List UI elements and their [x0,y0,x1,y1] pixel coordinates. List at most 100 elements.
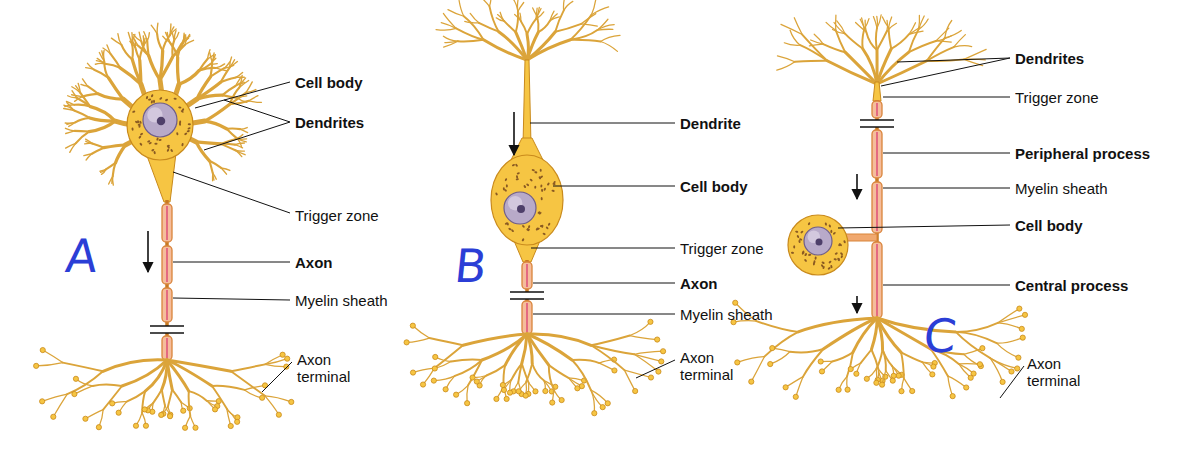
terminal-bulb [836,387,841,392]
neuron-branch [936,41,951,42]
neuron-branch [196,142,220,144]
nissl-body [547,222,550,226]
nissl-body [538,212,542,215]
neuron-branch [78,83,80,93]
axon-core-inner [876,244,878,316]
neuron-branch [737,357,764,363]
terminal-bulb [465,401,470,406]
leader-line [173,172,290,213]
neuron-branch [212,386,244,390]
neuron-branch [837,21,845,34]
neuron-branch [211,62,213,77]
leader-line [553,186,675,187]
neuron-branch [76,132,89,144]
terminal-bulb [474,379,479,384]
neuron-branch [459,1,464,17]
neuron-branch [845,34,863,49]
neuron-branch [770,352,790,364]
terminal-bulb [793,394,798,399]
part-label: Peripheral process [1015,145,1150,162]
nissl-body [148,98,151,100]
neuron-branch [127,391,146,401]
nissl-body [551,189,555,192]
nissl-body [553,181,556,185]
terminal-bulb [612,368,617,373]
neuron-branch [213,173,214,180]
neuron-branch [235,145,243,148]
terminal-bulb [977,362,982,367]
leader-line [173,298,290,300]
neuron-branch [231,371,265,396]
nissl-body [791,252,794,254]
nucleolus [517,205,525,213]
terminal-bulb [404,340,409,345]
terminal-bulb [142,407,147,412]
neuron-branch [945,20,952,37]
terminal-bulb [433,354,438,359]
terminal-bulb [1022,312,1027,317]
neuron-branch [522,334,527,364]
part-label: Trigger zone [680,240,764,257]
neuron-branch [144,32,147,41]
terminal-bulb [964,385,969,390]
neuron-branch [216,64,225,68]
neuron-branch [115,145,125,163]
terminal-bulb [633,388,638,393]
terminal-bulb [51,414,56,419]
neuron-branch [794,18,802,35]
terminal-bulb [1015,366,1020,371]
myelin-segment [162,204,172,242]
direction-arrow [147,231,149,272]
terminal-bulb [1016,355,1021,360]
neuron-branch [500,12,504,21]
neuron-branch [751,357,764,382]
nissl-body [822,266,825,270]
neuron-branch [167,360,231,371]
neuron-branch [110,54,120,68]
nissl-body [804,253,807,257]
terminal-bulb [40,347,45,352]
terminal-bulb [879,382,884,387]
neuron-branch [591,336,630,346]
leader-line [173,262,290,263]
terminal-bulb [931,364,936,369]
neuron-branch [413,326,430,338]
neuron-branch [959,363,980,365]
neuron-branch [87,63,94,69]
part-label: Myelin sheath [295,292,388,309]
terminal-bulb [648,375,653,380]
neuron-branch [889,28,892,49]
break-gap [860,120,894,127]
neuron-branch [591,345,624,370]
neuron-branch [555,11,563,32]
neuron-branch [108,78,123,99]
neuron-branch [42,394,67,401]
nissl-body [504,222,508,225]
neuron-branch [863,49,877,84]
nissl-body [545,226,549,230]
neuron-branch [443,13,456,28]
nissl-body [159,97,163,101]
terminal-bulb [73,376,78,381]
neuron-branch [945,30,961,37]
nissl-body [528,225,531,229]
neuron-branch [92,144,104,148]
neuron-branch [489,0,490,6]
terminal-bulb [845,387,850,392]
neuron-branch [597,29,612,31]
neuron-branch [236,150,242,156]
terminal-bulb [182,425,187,430]
neuron-branch [499,32,527,60]
neuron-branch [533,8,537,16]
terminal-bulb [575,386,580,391]
nissl-body [506,222,509,226]
neuron-branch [998,323,1022,329]
neuron-branch [199,68,215,71]
neuron-branch [550,17,559,21]
terminal-bulb [659,359,664,364]
nissl-body [825,222,828,226]
neuron-branch [211,68,225,76]
terminal-bulb [235,419,240,424]
neuron-branch [634,351,663,354]
